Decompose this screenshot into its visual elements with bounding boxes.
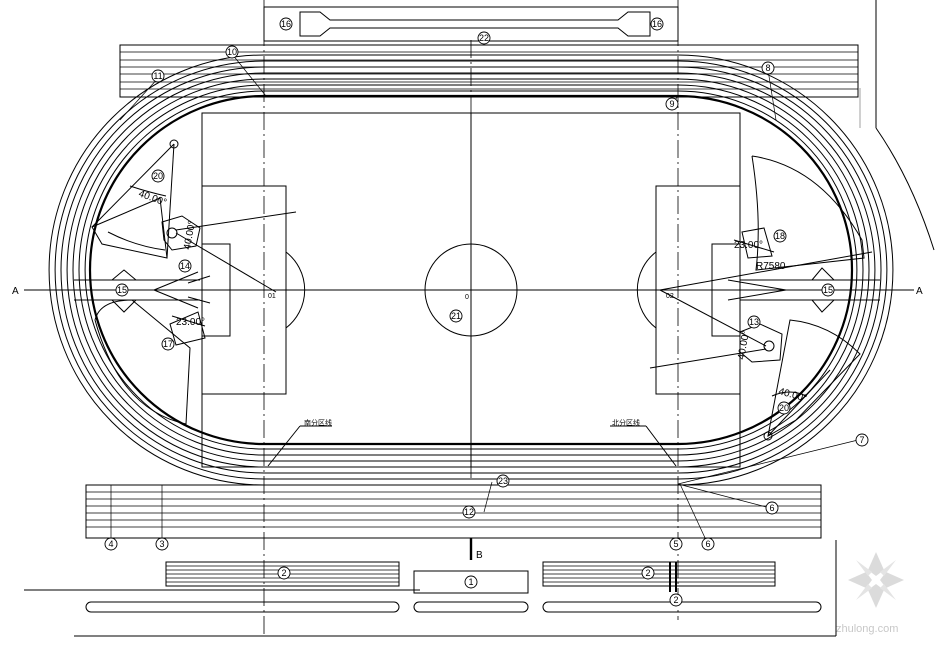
callout-16-right: 15 <box>821 283 835 297</box>
callout-14: 12 <box>462 505 476 519</box>
callout-17-right: 18 <box>773 229 787 243</box>
svg-text:3: 3 <box>159 539 164 549</box>
callout-20-right: 20 <box>777 401 791 415</box>
svg-text:20: 20 <box>153 171 163 181</box>
callout-12: 10 <box>225 45 239 59</box>
axis-lines <box>24 0 914 636</box>
svg-text:20: 20 <box>779 403 789 413</box>
callout-19: 16 <box>650 17 664 31</box>
svg-text:2: 2 <box>645 568 650 578</box>
callout-7: 6 <box>701 537 715 551</box>
svg-text:15: 15 <box>823 285 833 295</box>
svg-text:5: 5 <box>673 539 678 549</box>
svg-text:12: 12 <box>464 507 474 517</box>
angle-label-left-mid: 40.00° <box>182 220 198 251</box>
origin-center: 0 <box>465 294 469 301</box>
svg-text:23: 23 <box>498 476 508 486</box>
angle-label-right-top: 23.00° <box>734 240 763 251</box>
watermark: zhulong.com <box>836 552 904 635</box>
svg-text:13: 13 <box>749 317 759 327</box>
callout-leaders <box>110 53 859 541</box>
angle-label-right-mid: 40.00° <box>736 330 752 361</box>
svg-text:6: 6 <box>705 539 710 549</box>
callout-5: 4 <box>104 537 118 551</box>
watermark-logo-icon <box>848 552 904 608</box>
zone-notes: 南分区线 北分区线 <box>267 418 677 467</box>
svg-text:1: 1 <box>468 577 473 587</box>
callout-9: 7 <box>855 433 869 447</box>
south-facilities <box>85 561 822 613</box>
svg-text:7: 7 <box>859 435 864 445</box>
right-field-events <box>649 155 880 441</box>
callout-17-left: 17 <box>161 337 175 351</box>
callout-13: 11 <box>151 69 165 83</box>
callout-2-left: 2 <box>277 566 291 580</box>
svg-text:14: 14 <box>180 261 190 271</box>
svg-text:4: 4 <box>108 539 113 549</box>
origin-left: 01 <box>268 293 276 300</box>
axis-label-a-left: A <box>12 286 19 297</box>
callout-bubbles: 16 16 22 10 11 8 9 20 14 15 17 21 18 15 … <box>104 17 869 607</box>
callout-18: 16 <box>279 17 293 31</box>
svg-text:21: 21 <box>451 311 461 321</box>
note-right-zone: 北分区线 <box>612 418 640 427</box>
callout-20-left: 20 <box>151 169 165 183</box>
callout-11: 9 <box>665 97 679 111</box>
origin-right: 02 <box>666 293 674 300</box>
svg-text:9: 9 <box>669 99 674 109</box>
left-field-events <box>74 139 297 425</box>
callout-22: 22 <box>477 31 491 45</box>
svg-text:6: 6 <box>769 503 774 513</box>
callout-16-left: 15 <box>115 283 129 297</box>
svg-text:10: 10 <box>227 47 237 57</box>
callout-4: 3 <box>155 537 169 551</box>
callout-23: 23 <box>496 474 510 488</box>
svg-text:8: 8 <box>765 63 770 73</box>
south-straight <box>85 484 822 539</box>
axis-label-a-right: A <box>916 286 923 297</box>
radius-label: R7580 <box>756 261 786 272</box>
callout-6: 5 <box>669 537 683 551</box>
callout-15-left: 14 <box>178 259 192 273</box>
watermark-text: zhulong.com <box>836 623 898 635</box>
svg-text:2: 2 <box>673 595 678 605</box>
callout-3: 2 <box>669 593 683 607</box>
svg-text:22: 22 <box>479 33 489 43</box>
site-boundary <box>24 0 935 637</box>
callout-10: 8 <box>761 61 775 75</box>
callout-21: 21 <box>449 309 463 323</box>
svg-text:17: 17 <box>163 339 173 349</box>
svg-text:2: 2 <box>281 568 286 578</box>
svg-text:16: 16 <box>281 19 291 29</box>
callout-2-right: 2 <box>641 566 655 580</box>
svg-text:16: 16 <box>652 19 662 29</box>
axis-label-b: B <box>476 550 483 561</box>
axis-annotations: A A B 0 01 02 <box>12 286 923 561</box>
angle-label-left-low: 23.00° <box>176 317 205 328</box>
svg-text:11: 11 <box>153 71 162 81</box>
callout-1: 1 <box>464 575 478 589</box>
callout-8: 6 <box>765 501 779 515</box>
svg-text:18: 18 <box>775 231 785 241</box>
callout-15-right: 13 <box>747 315 761 329</box>
svg-text:15: 15 <box>117 285 127 295</box>
note-left-zone: 南分区线 <box>304 418 332 427</box>
